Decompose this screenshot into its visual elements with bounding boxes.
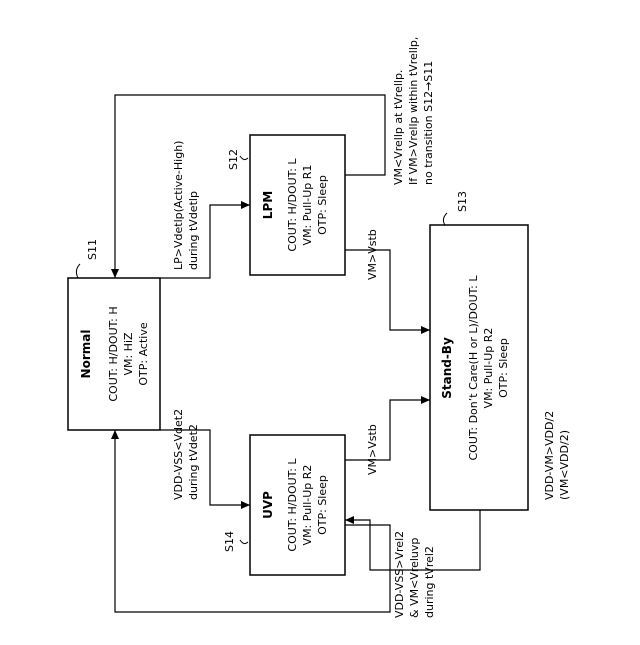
state-normal-title: Normal (79, 330, 93, 379)
arrow-uvp-to-standby (345, 400, 430, 460)
label-normal-to-uvp-line-2: during tVdet2 (187, 424, 200, 500)
arrow-lpm-to-standby (345, 250, 430, 330)
state-standby-line-1: COUT: Don’t Care(H or L)/DOUT: L (467, 275, 480, 461)
label-lpm-to-normal-line-1: VM<Vrellp at tVrellp. (392, 70, 405, 185)
state-standby: Stand-By COUT: Don’t Care(H or L)/DOUT: … (430, 225, 528, 510)
label-uvp-to-standby: VM>Vstb (366, 424, 379, 475)
label-normal-to-uvp: VDD-VSS<Vdet2 during tVdet2 (172, 409, 200, 500)
label-uvp-to-normal-line-2: & VM<Vreluvp (408, 538, 421, 618)
state-standby-title: Stand-By (440, 337, 454, 399)
ref-leader-s11 (76, 264, 80, 278)
label-lpm-to-normal-line-3: no transition S12→S11 (422, 61, 435, 185)
state-standby-line-3: OTP: Sleep (497, 338, 510, 398)
state-lpm-ref: S12 (227, 149, 240, 170)
state-lpm-line-1: COUT: H/DOUT: L (286, 158, 299, 252)
label-lpm-to-normal-line-2: If VM>Vrellp within tVrellp, (407, 37, 420, 185)
ref-leader-s12 (240, 156, 248, 160)
state-lpm-title: LPM (261, 191, 275, 219)
label-normal-to-lpm-line-2: during tVdetlp (187, 191, 200, 270)
rotated-layer: Normal COUT: H/DOUT: H VM: HiZ OTP: Acti… (68, 37, 571, 618)
state-normal-line-3: OTP: Active (137, 322, 150, 385)
state-uvp-title: UVP (261, 491, 275, 519)
label-uvp-to-normal-line-1: VDD-VSS>Vrel2 (393, 531, 406, 618)
label-standby-to-uvp-line-2: (VM<VDD/2) (558, 430, 571, 500)
state-lpm: LPM COUT: H/DOUT: L VM: Pull-Up R1 OTP: … (250, 135, 345, 275)
label-normal-to-uvp-line-1: VDD-VSS<Vdet2 (172, 409, 185, 500)
ref-leader-s14 (240, 540, 248, 544)
state-uvp-line-3: OTP: Sleep (316, 475, 329, 535)
label-standby-to-uvp-line-1: VDD-VM>VDD/2 (543, 411, 556, 500)
label-uvp-to-normal-line-3: during tVrel2 (423, 546, 436, 618)
state-uvp: UVP COUT: H/DOUT: L VM: Pull-Up R2 OTP: … (250, 435, 345, 575)
state-normal-line-1: COUT: H/DOUT: H (107, 306, 120, 401)
state-standby-line-2: VM: Pull-Up R2 (482, 328, 495, 409)
label-standby-to-uvp: VDD-VM>VDD/2 (VM<VDD/2) (543, 411, 571, 500)
state-uvp-line-2: VM: Pull-Up R2 (301, 465, 314, 546)
state-standby-ref: S13 (456, 191, 469, 212)
state-normal-ref: S11 (86, 239, 99, 260)
label-normal-to-lpm-line-1: LP>Vdetlp(Active-High) (172, 141, 185, 270)
ref-leader-s13 (443, 213, 447, 225)
state-uvp-line-1: COUT: H/DOUT: L (286, 458, 299, 552)
label-uvp-to-normal: VDD-VSS>Vrel2 & VM<Vreluvp during tVrel2 (393, 531, 436, 618)
label-lpm-to-standby: VM>Vstb (366, 229, 379, 280)
state-uvp-ref: S14 (223, 531, 236, 552)
state-normal-line-2: VM: HiZ (122, 332, 135, 376)
state-normal: Normal COUT: H/DOUT: H VM: HiZ OTP: Acti… (68, 278, 160, 430)
label-normal-to-lpm: LP>Vdetlp(Active-High) during tVdetlp (172, 141, 200, 270)
state-lpm-line-3: OTP: Sleep (316, 175, 329, 235)
state-lpm-line-2: VM: Pull-Up R1 (301, 165, 314, 246)
label-lpm-to-normal: VM<Vrellp at tVrellp. If VM>Vrellp withi… (392, 37, 435, 185)
